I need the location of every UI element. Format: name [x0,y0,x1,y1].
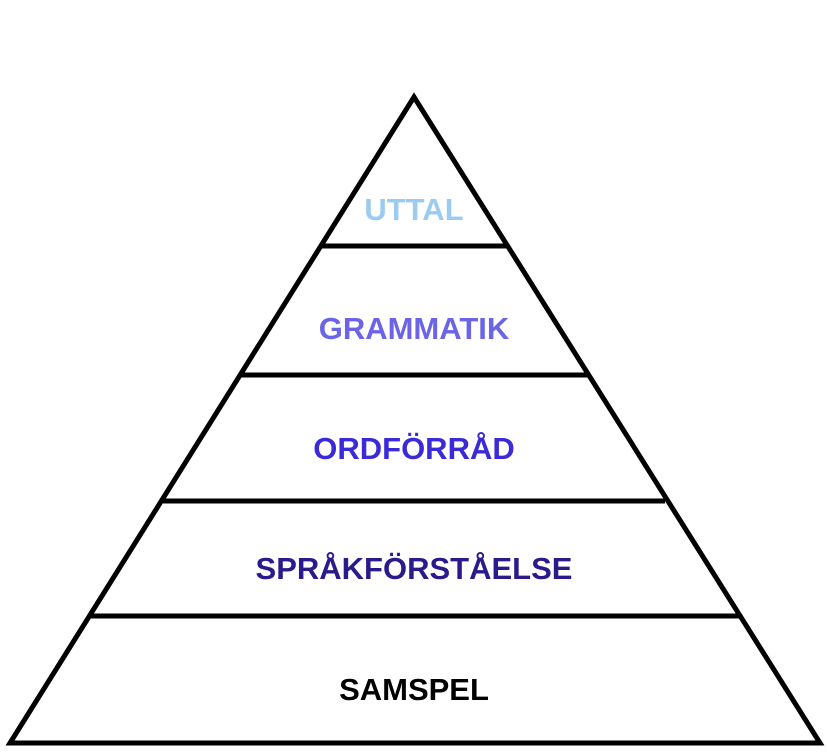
tier-label-sprakforstaelse: SPRÅKFÖRSTÅELSE [256,551,573,586]
tier-label-samspel: SAMSPEL [339,672,489,707]
tier-label-ordforrad: ORDFÖRRÅD [313,431,515,466]
pyramid-outline [5,92,825,746]
tier-label-grammatik: GRAMMATIK [319,311,510,346]
tier-label-uttal: UTTAL [364,192,463,227]
